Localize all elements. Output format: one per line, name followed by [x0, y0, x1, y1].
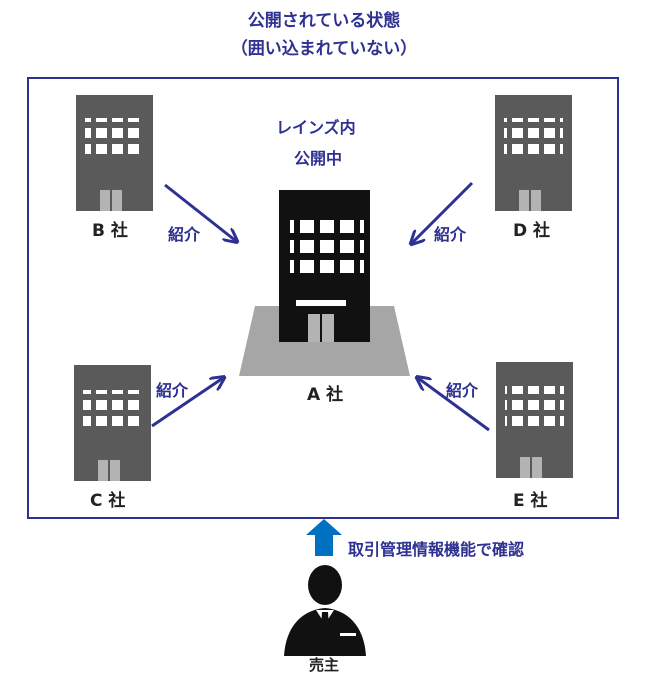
company-a-label: A 社 [307, 385, 344, 405]
arrow-e-to-a [418, 378, 490, 432]
reins-frame [27, 77, 619, 519]
up-arrow-icon [306, 519, 342, 556]
referral-label-d: 紹介 [434, 225, 467, 244]
building-e-icon [496, 362, 573, 478]
referral-label-c: 紹介 [156, 381, 189, 400]
seller-person-icon [284, 565, 366, 656]
building-b-icon [76, 95, 153, 211]
reins-status-line1: レインズ内 [276, 118, 356, 137]
company-d-label: D 社 [513, 221, 551, 241]
referral-label-e: 紹介 [446, 381, 479, 400]
arrow-d-to-a [412, 181, 474, 243]
arrow-b-to-a [164, 183, 236, 241]
diagram-title-line1: 公開されている状態 [247, 11, 401, 31]
building-d-icon [495, 95, 572, 211]
check-method-text: 取引管理情報機能で確認 [348, 540, 525, 559]
reins-status-line2: 公開中 [294, 149, 343, 168]
referral-label-b: 紹介 [168, 225, 201, 244]
diagram-title-line2: （囲い込まれていない） [230, 39, 418, 59]
arrow-c-to-a [151, 378, 223, 428]
company-e-label: E 社 [513, 491, 548, 511]
building-a-icon [279, 190, 370, 342]
company-c-label: C 社 [90, 491, 126, 511]
seller-label: 売主 [309, 656, 340, 674]
building-c-icon [74, 365, 151, 481]
company-b-label: B 社 [92, 221, 128, 241]
